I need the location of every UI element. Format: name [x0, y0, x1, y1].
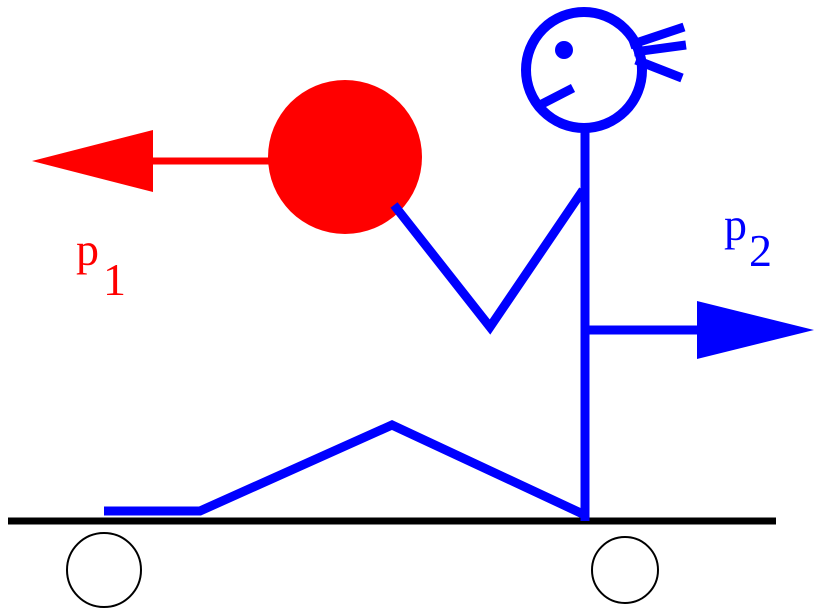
ball-group	[32, 80, 422, 234]
cart-wheel-left	[67, 533, 141, 607]
label-p1-base: p	[76, 224, 99, 275]
p1-arrow-head	[32, 130, 153, 192]
cart	[8, 521, 776, 607]
eye	[555, 41, 573, 59]
head	[526, 12, 642, 128]
stick-person	[104, 12, 703, 521]
leg	[104, 425, 585, 515]
label-p2: p2	[724, 199, 772, 276]
cart-wheel-right	[592, 537, 658, 603]
label-p1: p1	[76, 224, 126, 305]
mouth	[540, 88, 573, 105]
label-p2-sub: 2	[749, 225, 772, 276]
p2-arrow-head	[697, 301, 814, 359]
label-p1-sub: 1	[103, 254, 126, 305]
arm	[394, 190, 583, 327]
label-p2-base: p	[724, 199, 747, 250]
